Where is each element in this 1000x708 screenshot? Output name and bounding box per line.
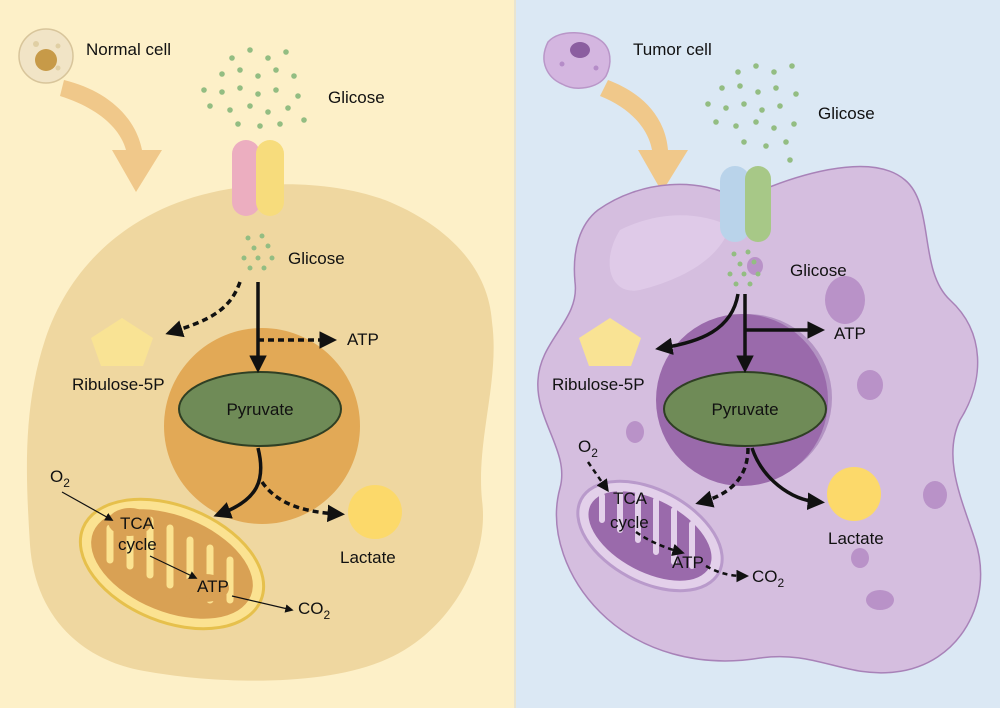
glucose-outside-label-normal: Glicose <box>328 88 385 107</box>
glucose-transporter-normal <box>232 140 284 216</box>
lactate-label-normal: Lactate <box>340 548 396 567</box>
arrow-pyruvate-to-mito-normal <box>213 447 263 519</box>
mitochondrion-tumor <box>576 479 724 593</box>
glucose-molecules-inside-tumor <box>727 249 761 287</box>
tca-label-line2-normal: cycle <box>118 535 157 554</box>
normal-cell-panel: Normal cell Glicose Glicose Ribulose-5P <box>0 0 514 708</box>
tca-label-line1-normal: TCA <box>120 514 155 533</box>
glucose-inside-label-normal: Glicose <box>288 249 345 268</box>
pyruvate-label-normal: Pyruvate <box>226 400 293 419</box>
arrows-normal <box>61 281 345 613</box>
pyruvate-label-tumor: Pyruvate <box>711 400 778 419</box>
co2-label-normal: CO2 <box>298 599 331 622</box>
panel-divider <box>514 0 516 708</box>
lactate-circle-normal <box>348 485 402 539</box>
lactate-circle-tumor <box>827 467 881 521</box>
mito-atp-label-normal: ATP <box>197 577 229 596</box>
glucose-molecules-inside-normal <box>241 233 275 271</box>
tumor-cell-label: Tumor cell <box>633 40 712 59</box>
tca-label-line2-tumor: cycle <box>610 513 649 532</box>
atp-label-tumor: ATP <box>834 324 866 343</box>
normal-cell-label: Normal cell <box>86 40 171 59</box>
arrow-pyruvate-to-lactate-tumor <box>750 447 825 510</box>
ribulose-pentagon-normal <box>91 318 153 366</box>
ribulose-pentagon-tumor <box>579 318 641 366</box>
tumor-cell-inner-highlight <box>609 215 730 291</box>
arrow-tca-to-atp-tumor <box>635 530 685 556</box>
glucose-outside-label-tumor: Glicose <box>818 104 875 123</box>
normal-cell-icon <box>18 28 74 84</box>
tca-label-line1-tumor: TCA <box>613 489 648 508</box>
mitochondrion-normal <box>78 497 266 631</box>
arrow-pyruvate-to-lactate-normal <box>260 480 345 523</box>
tumor-organelles <box>626 257 947 610</box>
guide-arrow-tumor <box>600 80 688 192</box>
glucose-transporter-tumor <box>720 166 771 242</box>
o2-label-normal: O2 <box>50 467 70 490</box>
co2-label-tumor: CO2 <box>752 567 785 590</box>
atp-label-normal: ATP <box>347 330 379 349</box>
tumor-cell-icon <box>543 32 611 89</box>
arrow-tca-to-atp-normal <box>149 555 198 579</box>
arrows-tumor <box>586 293 825 583</box>
glucose-inside-label-tumor: Glicose <box>790 261 847 280</box>
arrow-o2-to-tca-normal <box>61 491 114 521</box>
mito-atp-label-tumor: ATP <box>672 553 704 572</box>
arrow-atp-to-co2-normal <box>231 595 294 613</box>
arrow-glucose-to-ribulose-tumor <box>655 293 740 356</box>
tumor-cell-panel: Tumor cell Glicose <box>516 0 1000 708</box>
ribulose-label-tumor: Ribulose-5P <box>552 375 645 394</box>
arrow-atp-to-co2-tumor <box>705 564 749 583</box>
o2-label-tumor: O2 <box>578 437 598 460</box>
ribulose-label-normal: Ribulose-5P <box>72 375 165 394</box>
glucose-molecules-outside-normal <box>201 47 307 129</box>
guide-arrow-normal <box>60 80 162 192</box>
lactate-label-tumor: Lactate <box>828 529 884 548</box>
glucose-molecules-outside-tumor <box>705 63 799 163</box>
